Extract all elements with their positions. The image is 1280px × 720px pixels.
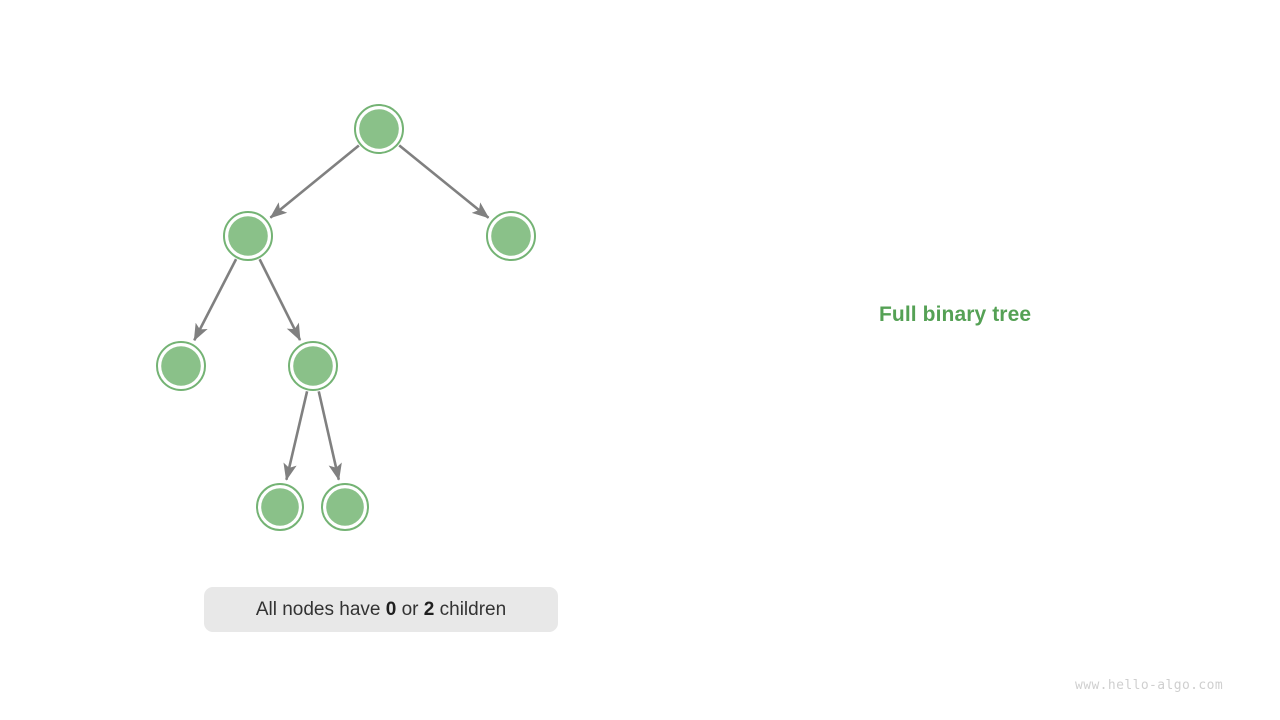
node-outer-ring — [256, 483, 304, 531]
node-fill — [228, 216, 268, 256]
watermark-url: www.hello-algo.com — [1075, 678, 1224, 693]
node-outer-ring — [288, 341, 338, 391]
node-fill — [326, 488, 364, 526]
tree-edge — [193, 258, 238, 342]
tree-edge — [317, 391, 342, 481]
tree-node — [223, 211, 273, 261]
caption-text: All nodes have 0 or 2 children — [256, 599, 506, 621]
tree-node — [288, 341, 338, 391]
tree-node — [486, 211, 536, 261]
tree-edge — [258, 258, 302, 341]
node-gap-ring — [488, 213, 534, 259]
node-fill — [293, 346, 333, 386]
node-outer-ring — [156, 341, 206, 391]
node-outer-ring — [486, 211, 536, 261]
caption-suffix: children — [434, 598, 507, 620]
caption-middle: or — [396, 598, 424, 620]
tree-edge — [269, 144, 360, 219]
caption-badge: All nodes have 0 or 2 children — [204, 587, 558, 632]
tree-node — [156, 341, 206, 391]
node-fill — [359, 109, 399, 149]
tree-node — [256, 483, 304, 531]
node-fill — [491, 216, 531, 256]
node-gap-ring — [356, 106, 402, 152]
node-outer-ring — [321, 483, 369, 531]
node-outer-ring — [354, 104, 404, 154]
node-fill — [161, 346, 201, 386]
tree-node — [321, 483, 369, 531]
caption-bold-zero: 0 — [385, 598, 397, 620]
node-gap-ring — [258, 485, 302, 529]
node-gap-ring — [290, 343, 336, 389]
page-title: Full binary tree — [879, 303, 1032, 326]
tree-nodes — [156, 104, 536, 531]
caption-prefix: All nodes have — [255, 598, 386, 620]
node-fill — [261, 488, 299, 526]
node-gap-ring — [323, 485, 367, 529]
node-gap-ring — [158, 343, 204, 389]
tree-node — [354, 104, 404, 154]
node-outer-ring — [223, 211, 273, 261]
node-gap-ring — [225, 213, 271, 259]
tree-edge — [398, 144, 490, 219]
tree-edge — [283, 391, 309, 481]
tree-edges — [193, 144, 490, 481]
caption-bold-two: 2 — [423, 598, 435, 620]
